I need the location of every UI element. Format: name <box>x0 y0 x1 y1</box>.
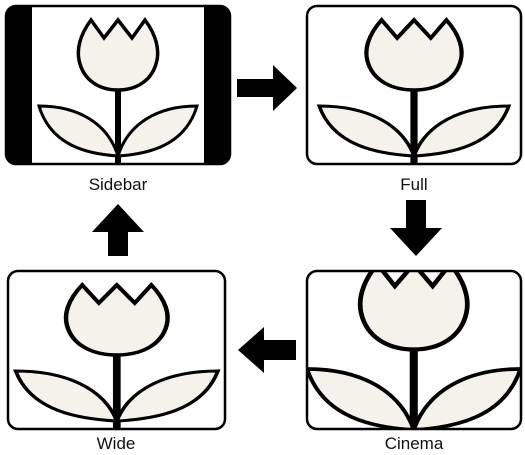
panel-full <box>305 4 523 166</box>
panel-cinema <box>305 269 523 431</box>
arrow-up-icon <box>92 204 144 256</box>
label-full: Full <box>400 175 427 194</box>
label-sidebar: Sidebar <box>89 175 148 194</box>
panel-frame <box>305 4 523 166</box>
panel-frame <box>305 269 523 431</box>
panel-frame <box>4 4 232 166</box>
arrow-right-icon <box>237 65 297 111</box>
arrow-down-icon <box>390 200 442 256</box>
right-sidebar-bar <box>204 6 230 164</box>
panel-frame <box>6 269 227 431</box>
panel-wide <box>6 269 227 431</box>
label-wide: Wide <box>97 434 136 453</box>
panel-sidebar <box>4 4 232 166</box>
left-sidebar-bar <box>6 6 32 164</box>
arrow-left-icon <box>238 327 296 373</box>
label-cinema: Cinema <box>385 434 444 453</box>
